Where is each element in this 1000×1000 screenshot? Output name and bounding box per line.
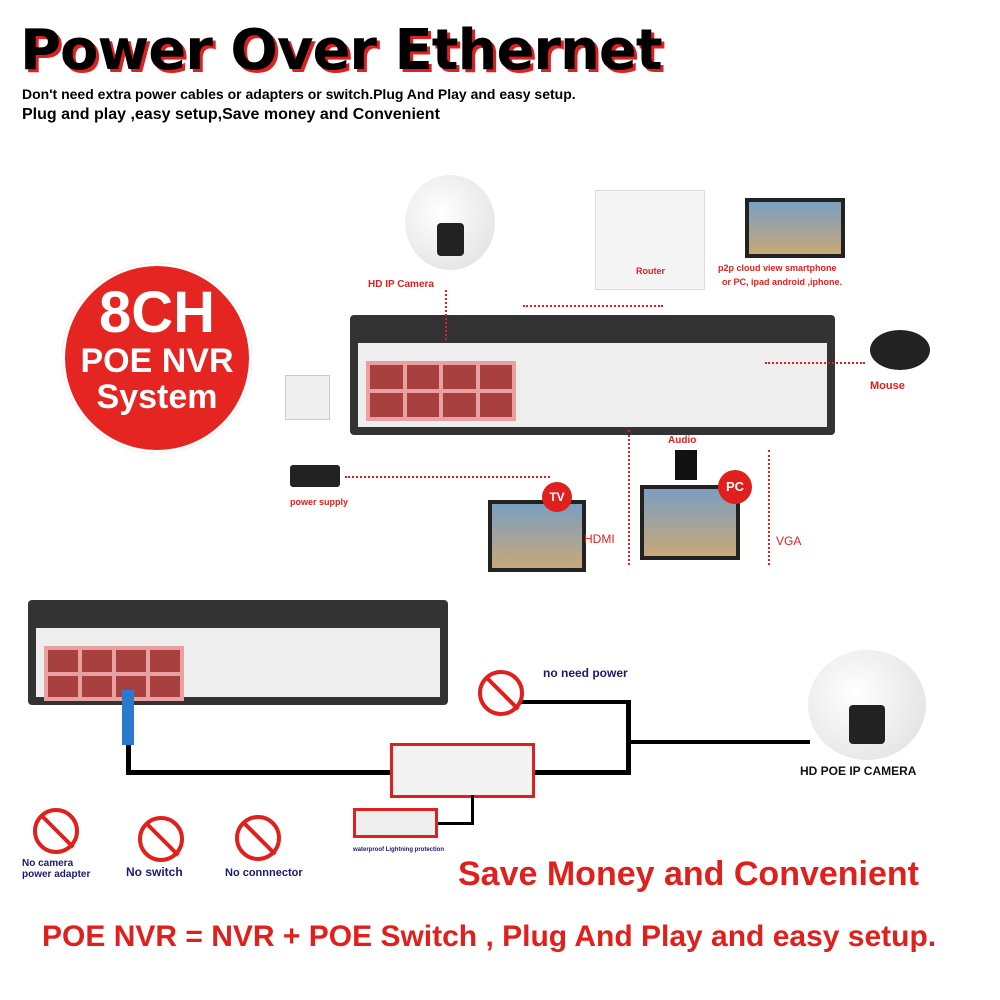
subtitle-line-2: Plug and play ,easy setup,Save money and…	[22, 106, 440, 123]
poe-connector-image	[390, 743, 535, 798]
badge-line-1: 8CH	[98, 280, 216, 345]
subtitle-line-1: Don't need extra power cables or adapter…	[22, 86, 576, 102]
power-line	[345, 476, 550, 478]
save-money-text: Save Money and Convenient	[458, 855, 919, 893]
no-adapter-line-2: power adapter	[22, 869, 91, 880]
hdmi-label: HDMI	[584, 532, 615, 546]
vga-line	[768, 450, 770, 565]
tv-badge: TV	[542, 482, 572, 512]
no-adapter-icon	[33, 808, 79, 854]
router-line	[523, 305, 663, 307]
badge-line-3: System	[96, 378, 218, 416]
no-power-icon	[478, 670, 524, 716]
power-adapter-image	[290, 465, 340, 487]
power-supply-label: power supply	[290, 497, 349, 507]
nvr-rear-panel-image	[350, 315, 835, 435]
no-adapter-line-1: No camera	[22, 858, 74, 869]
cable	[471, 795, 474, 825]
mouse-label: Mouse	[870, 380, 905, 392]
speaker-image	[675, 450, 697, 480]
cable	[626, 700, 631, 775]
waterproof-connector-image	[353, 808, 438, 838]
mouse-line	[765, 362, 865, 364]
ethernet-plug-image	[122, 690, 134, 745]
cable	[630, 740, 810, 744]
router-label: Router	[636, 266, 665, 276]
page-title: Power Over Ethernet	[20, 18, 663, 83]
cable	[438, 822, 473, 825]
waterproof-label: waterproof Lightning protection	[353, 847, 444, 853]
p2p-label-1: p2p cloud view smartphone	[718, 263, 837, 273]
no-need-power-label: no need power	[543, 666, 628, 680]
vga-label: VGA	[776, 534, 802, 548]
no-connector-label: No connnector	[225, 867, 303, 879]
cable	[520, 700, 630, 704]
p2p-label-2: or PC, ipad android ,iphone.	[722, 277, 843, 287]
poe-camera-label: HD POE IP CAMERA	[800, 764, 917, 778]
nvr-rear-panel-lower-image	[28, 600, 448, 705]
ip-camera-image	[405, 175, 495, 270]
cable	[126, 745, 131, 775]
camera-label: HD IP Camera	[368, 279, 434, 290]
cable	[535, 770, 630, 775]
8ch-badge: 8CH POE NVR System	[62, 263, 252, 453]
badge-line-2: POE NVR	[80, 342, 234, 380]
poe-camera-image	[808, 650, 926, 760]
cable	[126, 770, 391, 775]
tv-image	[488, 500, 586, 572]
no-switch-icon	[138, 816, 184, 862]
audio-label: Audio	[668, 435, 697, 446]
hdmi-line	[628, 430, 630, 565]
no-connector-icon	[235, 815, 281, 861]
wall-socket-image	[285, 375, 330, 420]
camera-line	[445, 290, 447, 340]
pc-badge: PC	[718, 470, 752, 504]
equation-text: POE NVR = NVR + POE Switch , Plug And Pl…	[42, 920, 937, 953]
devices-image	[745, 198, 845, 258]
mouse-image	[870, 330, 930, 370]
no-switch-label: No switch	[126, 865, 183, 879]
router-image	[595, 190, 705, 290]
